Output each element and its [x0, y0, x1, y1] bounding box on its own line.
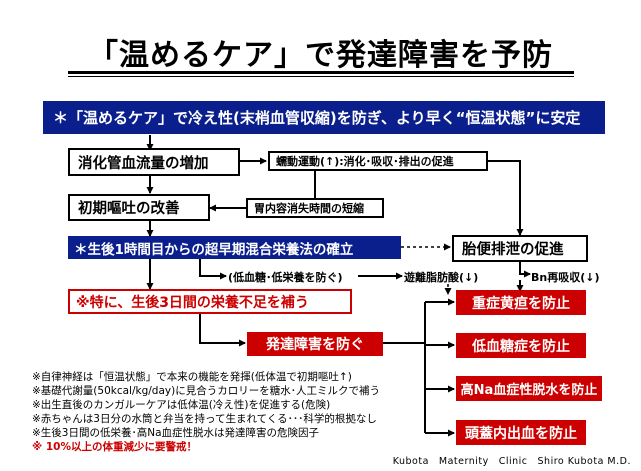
box-gastric-emptying: 胃内容消失時間の短縮: [246, 198, 384, 218]
arrow-three-days-to-prevent-dev: [199, 314, 246, 347]
box-first-three-days: ※特に、生後3日間の栄養不足を補う: [68, 289, 352, 314]
note-item: ※生後3日間の低栄養･高Na血症性脱水は発達障害の危険因子: [32, 427, 320, 439]
note-item: ※基礎代謝量(50kcal/kg/day)に見合うカロリーを糖水･人工ミルクで補…: [32, 385, 380, 397]
title-underline-thin: [68, 76, 574, 77]
notes-list: ※自律神経は「恒温状態」で本来の機能を発揮(低体温で初期嘔吐↑) ※基礎代謝量(…: [32, 370, 380, 454]
banner-warming-care: ＊「温めるケア」で冷え性(末梢血管収縮)を防ぎ、より早く“恒温状態”に安定: [43, 101, 605, 134]
page-title: 「温めるケア」で発達障害を予防: [88, 38, 553, 73]
title-underline-thick: [68, 71, 574, 74]
note-item: ※自律神経は「恒温状態」で本来の機能を発揮(低体温で初期嘔吐↑): [32, 371, 352, 383]
note-item: ※出生直後のカンガルーケアは低体温(冷え性)を促進する(危険): [32, 399, 331, 411]
box-digestive-blood-flow: 消化管血流量の増加: [68, 148, 240, 176]
box-meconium-excretion: 胎便排泄の促進: [452, 235, 588, 262]
label-prevent-hypoglycemia: (低血糖･低栄養を防ぐ): [228, 271, 343, 284]
arrow-peristalsis-to-meconium: [488, 160, 524, 236]
weight-loss-warning: ※ 10%以上の体重減少に要警戒！: [32, 441, 197, 453]
label-bn-reabsorption: Bn再吸収(↓): [531, 271, 600, 284]
box-peristalsis: 蠕動運動(↑):消化･吸収･排出の促進: [268, 151, 488, 171]
outcome-severe-jaundice: 重症黄疸を防止: [456, 290, 586, 315]
note-item: ※赤ちゃんは3日分の水筒と弁当を持って生まれてくる･･･科学的根拠なし: [32, 413, 377, 425]
footer-credit: Kubota Maternity Clinic Shiro Kubota M.D…: [392, 456, 631, 467]
outcome-hypernatremic-dehydration: 高Na血症性脱水を防止: [456, 376, 602, 401]
box-initial-vomiting: 初期嘔吐の改善: [68, 194, 210, 221]
arrow-meconium-to-bn: [519, 262, 531, 278]
outcome-hypoglycemia: 低血糖症を防止: [456, 333, 586, 358]
arrow-ultra-early-to-hypoglycemia: [199, 259, 227, 280]
box-ultra-early-feeding: ＊生後1時間目からの超早期混合栄養法の確立: [68, 236, 401, 259]
box-prevent-developmental-disorder: 発達障害を防ぐ: [247, 332, 383, 356]
label-free-fatty-acid: 遊離脂肪酸(↓): [404, 271, 479, 284]
outcome-intracranial-hemorrhage: 頭蓋内出血を防止: [456, 420, 586, 445]
